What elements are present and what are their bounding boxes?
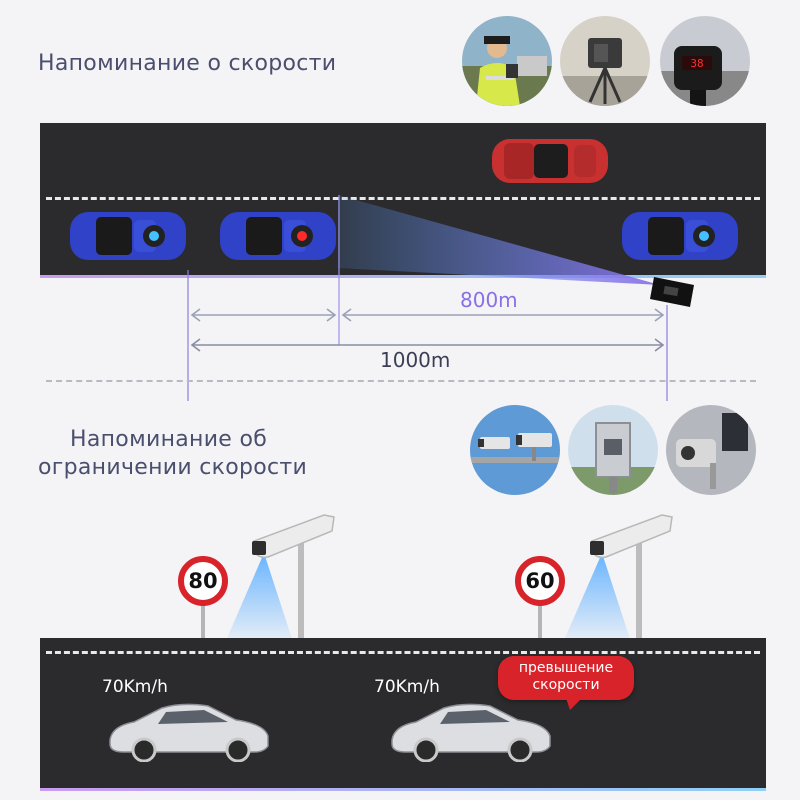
sign-right-pole (538, 600, 542, 640)
section-speed-heading: Напоминание о скорости (38, 51, 337, 76)
section-divider (46, 380, 756, 382)
dome-camera-photo (666, 405, 756, 495)
bubble-tail (566, 698, 582, 710)
distance-1000-label: 1000m (380, 348, 451, 372)
camera-right-icon (562, 514, 673, 645)
car-left-speed: 70Km/h (102, 677, 168, 697)
police-officer-photo (462, 16, 552, 106)
speeding-warning-bubble: превышение скорости (498, 656, 634, 700)
distance-800-label: 800m (460, 288, 518, 312)
twin-cctv-photo (470, 405, 560, 495)
red-car (492, 139, 608, 183)
silver-car-right (391, 703, 551, 762)
speed-limit-80-sign: 80 (178, 556, 228, 606)
camera-left-icon (224, 514, 335, 645)
section-limit-heading-line2: ограничении скорости (38, 455, 308, 480)
radar-beam (338, 195, 660, 285)
blue-car-speeding (220, 212, 336, 260)
section-limit-heading-line1: Напоминание об (70, 427, 268, 452)
radar-gun-display: 38 (690, 57, 703, 70)
sign-left-pole (201, 600, 205, 640)
top-road-lane-marking (46, 197, 760, 200)
blue-car-right (622, 212, 738, 260)
top-road-edge-glow (40, 275, 766, 278)
camera-box-photo (568, 405, 658, 495)
radar-device-icon (650, 277, 694, 307)
bottom-road-edge-glow (40, 788, 766, 791)
silver-car-left (109, 703, 269, 762)
warning-line-1: превышение (518, 660, 614, 676)
distance-markers (187, 195, 668, 401)
warning-line-2: скорости (532, 677, 600, 693)
car-right-speed: 70Km/h (374, 677, 440, 697)
radar-tripod-photo (560, 16, 650, 106)
speed-limit-60-sign: 60 (515, 556, 565, 606)
bottom-road-lane-marking (46, 651, 760, 654)
radar-gun-photo: 38 (660, 16, 750, 106)
blue-car-left (70, 212, 186, 260)
